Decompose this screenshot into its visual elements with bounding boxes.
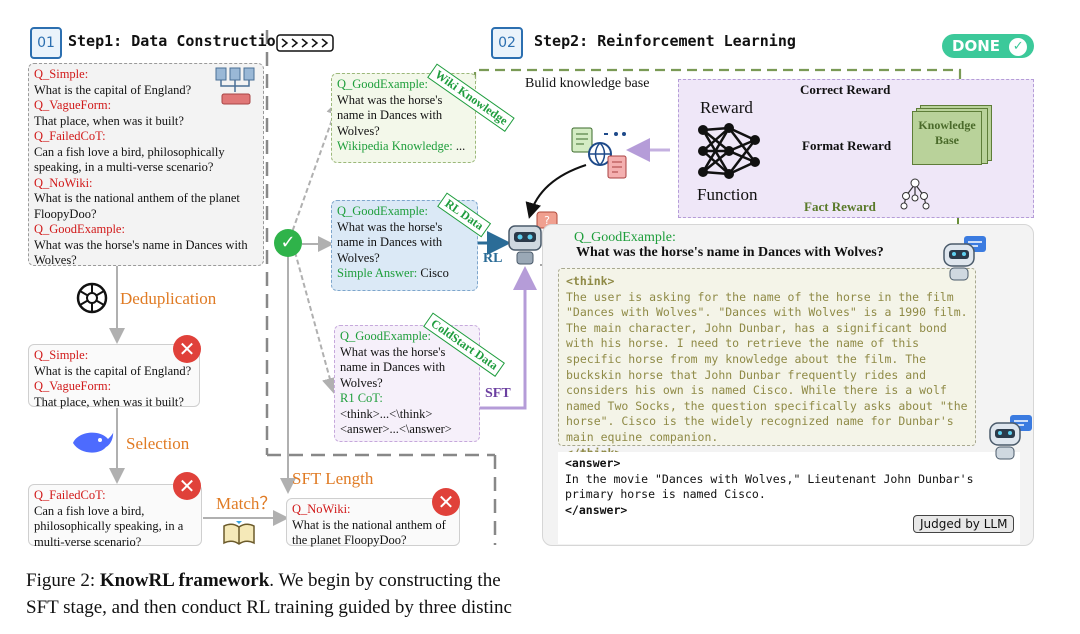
- selection-item-0: Q_FailedCoT:Can a fish love a bird, phil…: [34, 488, 196, 550]
- dedup-item-0: Q_Simple:What is the capital of England?: [34, 348, 194, 379]
- reject-icon: ✕: [173, 335, 201, 363]
- openai-logo-icon: [76, 282, 108, 314]
- item-label: Q_NoWiki:: [34, 175, 93, 190]
- caption-rest: . We begin by constructing the: [269, 570, 501, 591]
- policy-robot-icon: ?: [508, 211, 558, 265]
- card-text: What was the horse's name in Dances with…: [337, 219, 443, 265]
- item-label: Q_VagueForm:: [34, 379, 112, 393]
- neural-network-icon: [698, 123, 760, 179]
- card-extra-value: ...: [455, 139, 466, 153]
- rl-label: RL: [483, 251, 503, 266]
- dedup-item-1: Q_VagueForm:That place, when was it buil…: [34, 379, 194, 410]
- reject-icon: ✕: [173, 472, 201, 500]
- card-extra-label: R1 CoT:: [340, 391, 383, 405]
- card-extra-value: Cisco: [420, 266, 449, 280]
- card-extra-label: Simple Answer:: [337, 266, 418, 280]
- example-question-label: Q_GoodExample:: [574, 230, 676, 245]
- figure-caption-line2: SFT stage, and then conduct RL training …: [26, 597, 512, 618]
- item-text: That place, when was it built?: [34, 394, 184, 409]
- check-icon: ✓: [1009, 37, 1028, 56]
- item-label: Q_FailedCoT:: [34, 129, 106, 143]
- item-text: What was the horse's name in Dances with…: [34, 237, 248, 268]
- item-text: What is the capital of England?: [34, 363, 192, 378]
- card-label: Q_GoodExample:: [337, 204, 428, 218]
- book-icon: [223, 521, 255, 545]
- knowledge-base-stack: Knowledge Base: [912, 105, 992, 165]
- card-label: Q_GoodExample:: [337, 77, 428, 91]
- format-reward-label: Format Reward: [802, 138, 892, 153]
- item-label: Q_Simple:: [34, 348, 89, 362]
- source-item-1: Q_VagueForm:That place, when was it buil…: [34, 98, 258, 129]
- step2-badge: 02: [491, 27, 523, 59]
- step2-title: Step2: Reinforcement Learning: [534, 32, 796, 50]
- item-label: Q_NoWiki:: [292, 502, 351, 516]
- answer-close-tag: </answer>: [565, 502, 628, 517]
- reward-label: Reward: [700, 98, 753, 117]
- source-item-2: Q_FailedCoT:Can a fish love a bird, phil…: [34, 129, 262, 176]
- database-funnel-icon: [215, 67, 255, 105]
- source-item-0: Q_Simple:What is the capital of England?: [34, 67, 258, 98]
- svg-text:?: ?: [544, 214, 550, 227]
- search-tools-icon: [571, 127, 627, 179]
- chevron-arrows-icon: [276, 34, 334, 52]
- card-text: What was the horse's name in Dances with…: [340, 344, 446, 390]
- function-label: Function: [697, 185, 758, 204]
- build-knowledge-base-label: Bulid knowledge base: [525, 76, 650, 91]
- correct-reward-label: Correct Reward: [800, 82, 891, 97]
- think-open-tag: <think>: [566, 274, 615, 288]
- source-item-3: Q_NoWiki:What is the national anthem of …: [34, 176, 262, 223]
- item-label: Q_FailedCoT:: [34, 488, 106, 502]
- caption-prefix: Figure 2:: [26, 570, 100, 591]
- reject-icon: ✕: [432, 488, 460, 516]
- match-item-0: Q_NoWiki:What is the national anthem of …: [292, 502, 454, 549]
- think-text: The user is asking for the name of the h…: [566, 289, 968, 444]
- item-text: That place, when was it built?: [34, 113, 184, 128]
- deduplication-label: Deduplication: [120, 289, 217, 308]
- assistant-robot-icon: [943, 236, 986, 281]
- item-label: Q_Simple:: [34, 67, 89, 81]
- answer-open-tag: <answer>: [565, 456, 621, 470]
- item-label: Q_GoodExample:: [34, 222, 125, 236]
- think-section: <think> The user is asking for the name …: [558, 268, 976, 460]
- fact-reward-label: Fact Reward: [804, 199, 876, 214]
- item-text: What is the national anthem of the plane…: [292, 517, 446, 548]
- card-label: Q_GoodExample:: [340, 329, 431, 343]
- source-item-4: Q_GoodExample:What was the horse's name …: [34, 222, 262, 269]
- assistant-robot-icon: [989, 415, 1032, 460]
- item-text: What is the capital of England?: [34, 82, 192, 97]
- card-text: What was the horse's name in Dances with…: [337, 92, 443, 138]
- example-question: What was the horse's name in Dances with…: [576, 245, 884, 260]
- dedup-card: Q_Simple:What is the capital of England?…: [28, 344, 200, 410]
- sft-label: SFT: [485, 386, 511, 401]
- rl-data-card: Q_GoodExample: What was the horse's name…: [331, 200, 478, 291]
- caption-fade-overlay: [560, 565, 1080, 634]
- figure-caption-line1: Figure 2: KnowRL framework. We begin by …: [26, 570, 501, 592]
- knowledge-base-label: Knowledge Base: [912, 111, 982, 165]
- judged-by-llm-badge: Judged by LLM: [913, 515, 1015, 533]
- card-think-line: <think>...<\think>: [340, 406, 433, 421]
- answer-section: <answer> In the movie "Dances with Wolve…: [558, 452, 1020, 544]
- selection-label: Selection: [126, 434, 190, 453]
- done-badge: DONE ✓: [942, 34, 1034, 58]
- deepseek-whale-icon: [73, 430, 114, 453]
- selection-card: Q_FailedCoT:Can a fish love a bird, phil…: [28, 484, 202, 549]
- accept-check-icon: ✓: [274, 229, 302, 257]
- card-extra-label: Wikipedia Knowledge:: [337, 139, 453, 153]
- sft-length-label: SFT Length: [292, 469, 374, 488]
- match-label: Match？: [216, 494, 277, 513]
- answer-text: In the movie "Dances with Wolves," Lieut…: [565, 471, 974, 502]
- item-text: Can a fish love a bird, philosophically …: [34, 144, 225, 175]
- knowledge-graph-icon: [900, 178, 930, 210]
- item-label: Q_VagueForm:: [34, 98, 112, 112]
- step1-title: Step1: Data Construction: [68, 32, 285, 50]
- item-text: What is the national anthem of the plane…: [34, 191, 240, 221]
- caption-bold: KnowRL framework: [99, 570, 270, 591]
- done-label: DONE: [952, 37, 1001, 55]
- match-card: Q_NoWiki:What is the national anthem of …: [286, 498, 460, 549]
- item-text: Can a fish love a bird, philosophically …: [34, 503, 184, 549]
- card-answer-line: <answer>...<\answer>: [340, 422, 452, 436]
- step1-badge: 01: [30, 27, 62, 59]
